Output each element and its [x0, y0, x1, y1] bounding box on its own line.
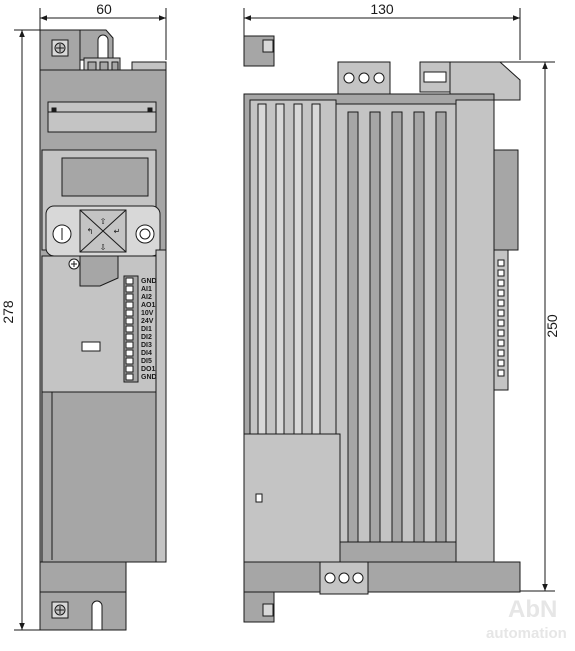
side-terminal-pins — [497, 259, 505, 377]
terminal-label: DI4 — [141, 350, 152, 357]
terminal-label: GND — [141, 278, 157, 285]
side-vent — [493, 149, 519, 251]
terminal-screw-icon — [352, 572, 364, 584]
heatsink-fin — [257, 103, 267, 435]
terminal-pins — [125, 277, 134, 381]
dim-front-width: 60 — [96, 1, 112, 17]
enter-icon: ↵ — [114, 227, 121, 236]
heatsink-fin — [435, 111, 447, 543]
terminal-screw-icon — [373, 72, 385, 84]
side-rail — [155, 249, 167, 563]
heatsink-fin — [293, 103, 303, 435]
dimension-values: 60 130 278 250 — [0, 1, 560, 338]
lcd-display — [61, 157, 149, 197]
side-right-panel — [455, 99, 495, 563]
heatsink-fin — [369, 111, 381, 543]
heatsink-fin — [413, 111, 425, 543]
terminal-label: DI5 — [141, 358, 152, 365]
dim-side-depth: 130 — [370, 1, 394, 17]
top-cover — [47, 101, 157, 133]
watermark-logo: AbN — [508, 596, 557, 623]
heatsink-fin — [391, 111, 403, 543]
bottom-mount-base — [39, 561, 127, 593]
terminal-label: AO1 — [141, 302, 156, 309]
run-button-icon — [135, 224, 155, 244]
arrow-up-icon: ⇧ — [100, 217, 107, 226]
terminal-label: AI2 — [141, 294, 152, 301]
back-icon: ↰ — [87, 227, 94, 236]
lower-housing — [41, 391, 157, 563]
terminal-label: 24V — [141, 318, 154, 325]
heatsink-fin — [275, 103, 285, 435]
terminal-label: DI1 — [141, 326, 152, 333]
watermark-text: automation — [486, 625, 567, 642]
side-view — [243, 35, 521, 623]
terminal-label: 10V — [141, 310, 154, 317]
terminal-screw-icon — [338, 572, 350, 584]
keyhole-slot — [97, 34, 109, 61]
terminal-label: GND — [141, 374, 157, 381]
terminal-screw-icon — [324, 572, 336, 584]
heatsink-fin — [311, 103, 321, 435]
watermark: AbN automation — [486, 596, 567, 642]
dim-mounting-height: 250 — [544, 314, 560, 338]
keyhole-slot — [91, 600, 103, 631]
arrow-down-icon: ⇩ — [100, 243, 107, 252]
terminal-label: AI1 — [141, 286, 152, 293]
side-bottom-base — [243, 561, 521, 593]
terminal-screw-icon — [358, 72, 370, 84]
terminal-label: DI3 — [141, 342, 152, 349]
terminal-label: DI2 — [141, 334, 152, 341]
dim-overall-height: 278 — [0, 300, 16, 324]
dip-switch — [81, 341, 101, 352]
heatsink-fin — [347, 111, 359, 543]
terminal-screw-icon — [343, 72, 355, 84]
terminal-label: DO1 — [141, 366, 156, 373]
